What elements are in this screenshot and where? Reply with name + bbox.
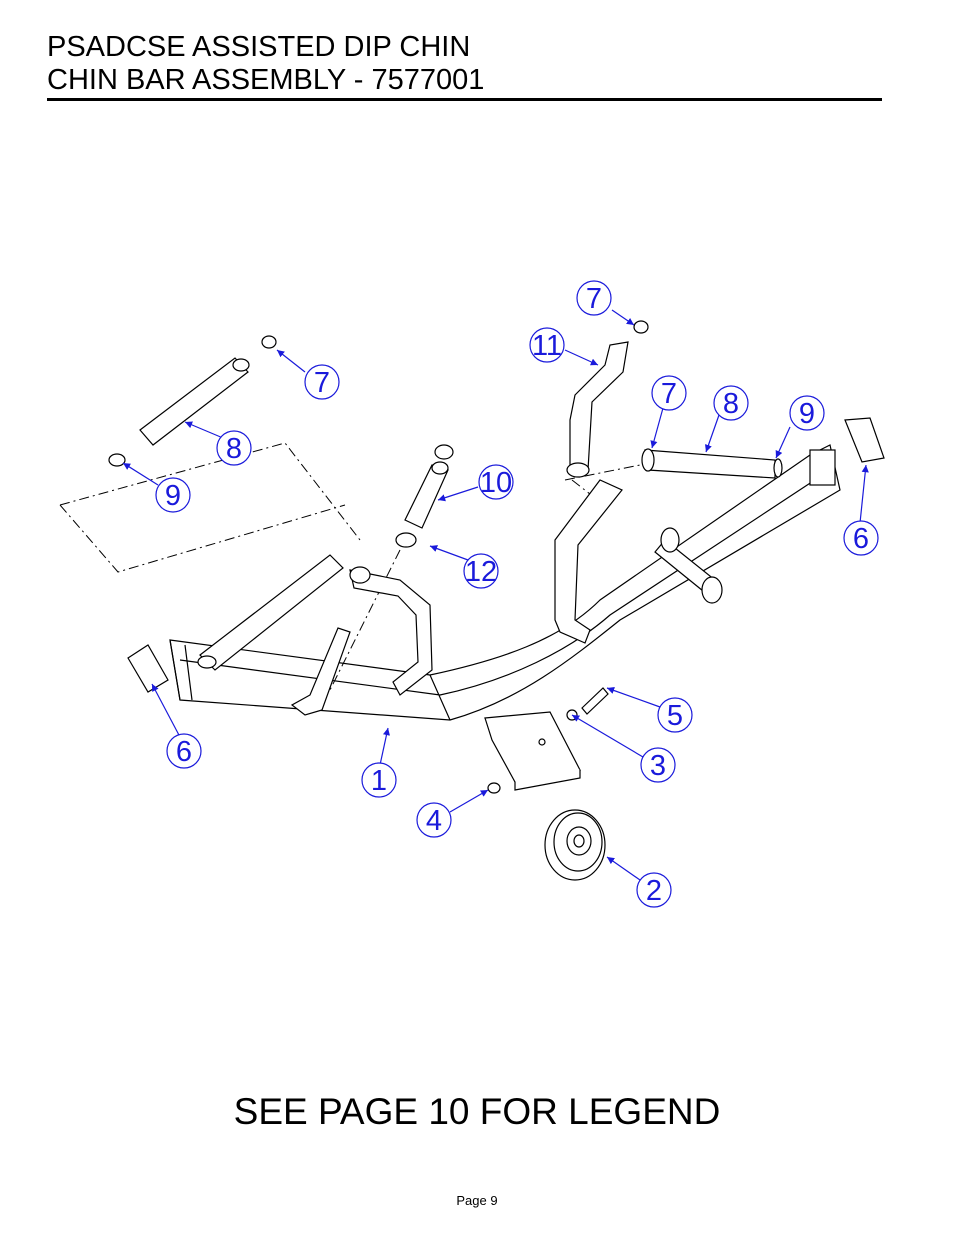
callout-circle [576, 280, 612, 316]
callout-number: 3 [650, 750, 666, 782]
callout-2: 2 [636, 872, 672, 908]
callouts: 7 11 7 7 8 8 9 9 10 12 6 6 53 1 4 2 [155, 280, 879, 908]
title-underline [47, 98, 882, 101]
right-handle-assembly [554, 320, 783, 644]
callout-circle [155, 477, 191, 513]
callout-4: 4 [416, 802, 452, 838]
callout-number: 11 [532, 330, 562, 362]
callout-11: 11 [529, 327, 565, 363]
callout-number: 4 [426, 805, 442, 837]
callout-circle [657, 697, 693, 733]
callout-8: 8 [216, 430, 252, 466]
callout-circle [416, 802, 452, 838]
callout-number: 1 [371, 765, 387, 797]
assembly-title: CHIN BAR ASSEMBLY - 7577001 [47, 64, 485, 96]
callout-circle [478, 464, 514, 500]
callout-circle [216, 430, 252, 466]
callout-circle [463, 553, 499, 589]
pulley-part [544, 809, 606, 881]
page-number: Page 9 [456, 1193, 498, 1208]
pulley-bracket [484, 687, 609, 794]
callout-7: 7 [651, 375, 687, 411]
callout-7: 7 [304, 364, 340, 400]
callout-7: 7 [576, 280, 612, 316]
callout-circle [304, 364, 340, 400]
callout-9: 9 [789, 395, 825, 431]
callout-circle [713, 385, 749, 421]
callout-number: 10 [480, 467, 512, 499]
callout-circle [166, 733, 202, 769]
callout-1: 1 [361, 762, 397, 798]
callout-number: 8 [226, 433, 242, 465]
legend-reference: SEE PAGE 10 FOR LEGEND [233, 1091, 721, 1132]
callout-number: 7 [586, 283, 602, 315]
callout-number: 7 [661, 378, 677, 410]
callout-12: 12 [463, 553, 499, 589]
callout-9: 9 [155, 477, 191, 513]
callout-5: 5 [657, 697, 693, 733]
callout-10: 10 [478, 464, 514, 500]
center-handles [290, 444, 454, 716]
document-title: PSADCSE ASSISTED DIP CHIN [47, 31, 471, 63]
callout-number: 12 [465, 556, 497, 588]
callout-number: 2 [646, 875, 662, 907]
callout-circle [636, 872, 672, 908]
callout-3: 3 [640, 747, 676, 783]
main-frame-part [169, 444, 841, 721]
callout-number: 9 [165, 480, 181, 512]
callout-6: 6 [166, 733, 202, 769]
callout-number: 9 [799, 398, 815, 430]
callout-circle [651, 375, 687, 411]
end-caps [127, 417, 885, 693]
callout-circle [789, 395, 825, 431]
callout-circle [640, 747, 676, 783]
leader-lines [122, 309, 869, 881]
callout-circle [361, 762, 397, 798]
callout-number: 7 [314, 367, 330, 399]
left-bar-assembly [108, 335, 344, 671]
callout-number: 6 [853, 523, 869, 555]
callout-circle [843, 520, 879, 556]
callout-8: 8 [713, 385, 749, 421]
callout-circle [529, 327, 565, 363]
callout-6: 6 [843, 520, 879, 556]
callout-number: 6 [176, 736, 192, 768]
callout-number: 5 [667, 700, 683, 732]
callout-number: 8 [723, 388, 739, 420]
